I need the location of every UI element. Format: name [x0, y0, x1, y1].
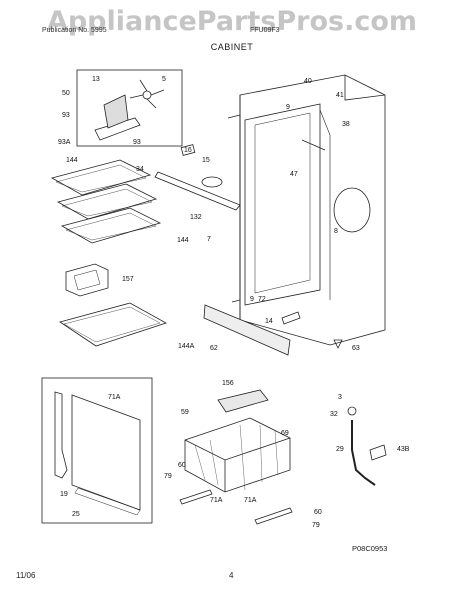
callout-34: 34	[136, 166, 144, 173]
callout-71a-b: 71A	[210, 497, 223, 504]
callout-93-b: 93	[133, 139, 141, 146]
cabinet-body	[227, 74, 386, 346]
header-model: FFU09F3	[250, 27, 280, 34]
callout-38: 38	[342, 121, 350, 128]
callout-8: 8	[334, 228, 338, 235]
callout-144: 144	[66, 157, 78, 164]
callout-93a: 93A	[58, 139, 71, 146]
callout-3: 3	[338, 394, 342, 401]
diagram-code: P08C0953	[352, 544, 388, 553]
callout-79: 79	[164, 473, 172, 480]
callout-32: 32	[330, 411, 338, 418]
callout-47: 47	[290, 171, 298, 178]
callout-9-b: 9	[250, 296, 254, 303]
callout-69: 69	[281, 430, 289, 437]
callout-62: 62	[210, 345, 218, 352]
callout-50: 50	[62, 90, 70, 97]
callout-157: 157	[122, 276, 134, 283]
callout-41: 41	[336, 92, 344, 99]
callout-29: 29	[336, 446, 344, 453]
callout-71a-c: 71A	[244, 497, 257, 504]
wire-shelves	[50, 159, 162, 244]
callout-93: 93	[62, 112, 70, 119]
section-title: CABINET	[210, 42, 254, 52]
callout-5: 5	[162, 76, 166, 83]
callout-15: 15	[202, 157, 210, 164]
callout-144a: 144A	[178, 343, 195, 350]
callout-9: 9	[286, 104, 290, 111]
callout-14: 14	[265, 318, 273, 325]
callout-60: 60	[178, 462, 186, 469]
callout-16: 16	[184, 147, 192, 154]
callout-7: 7	[207, 236, 211, 243]
callout-156: 156	[222, 380, 234, 387]
wire-basket	[184, 417, 291, 493]
header-publication: Publication No. 5995	[42, 27, 107, 34]
footer-page: 4	[229, 571, 234, 580]
callout-19: 19	[60, 491, 68, 498]
callout-72: 72	[258, 296, 266, 303]
fan-assembly-box	[76, 69, 183, 147]
callout-43b: 43B	[397, 446, 410, 453]
callout-71a: 71A	[108, 394, 121, 401]
callout-59: 59	[181, 409, 189, 416]
callout-60-b: 60	[314, 509, 322, 516]
door-liner-box	[41, 377, 153, 524]
callout-63: 63	[352, 345, 360, 352]
footer-date: 11/06	[16, 571, 36, 580]
callout-25: 25	[72, 511, 80, 518]
watermark: AppliancePartsPros.com	[46, 6, 418, 37]
callout-144-b: 144	[177, 237, 189, 244]
callout-40: 40	[304, 78, 312, 85]
callout-79-b: 79	[312, 522, 320, 529]
callout-132: 132	[190, 214, 202, 221]
callout-13: 13	[92, 76, 100, 83]
